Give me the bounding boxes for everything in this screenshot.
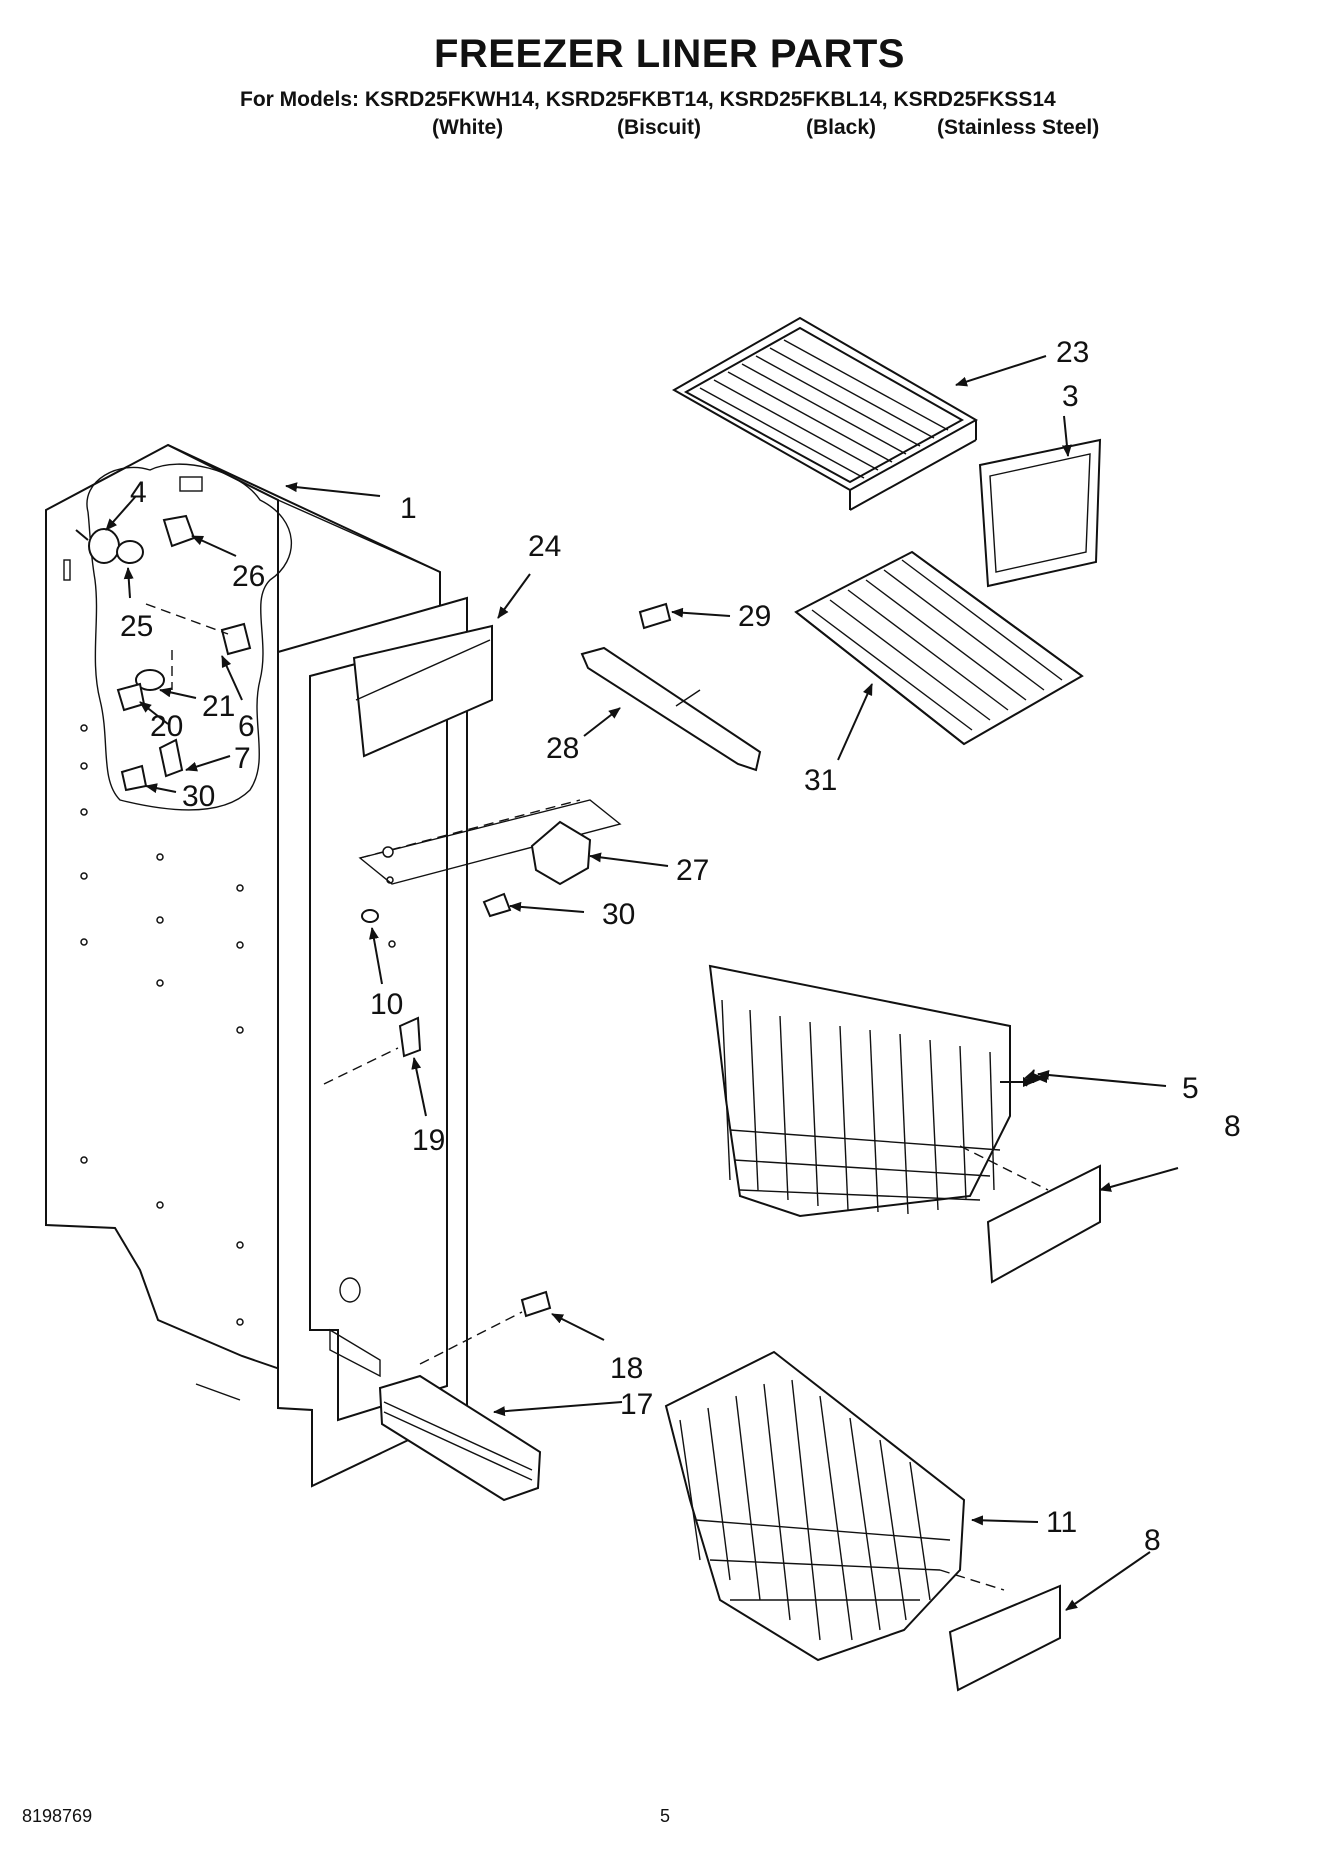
callout-8a: 8	[1224, 1110, 1241, 1143]
part-3-trim	[978, 438, 1102, 588]
callout-3: 3	[1062, 380, 1079, 413]
callout-19: 19	[412, 1124, 445, 1157]
part-6	[220, 622, 252, 656]
part-8b	[948, 1584, 1061, 1692]
part-30a	[120, 764, 148, 792]
part-11-basket	[664, 1350, 966, 1662]
callout-23: 23	[1056, 336, 1089, 369]
callout-17: 17	[620, 1388, 653, 1421]
models-line: For Models: KSRD25FKWH14, KSRD25FKBT14, …	[240, 88, 1056, 111]
leader-lines	[105, 355, 1179, 1611]
freezer-liner	[45, 443, 468, 1488]
callout-18: 18	[610, 1352, 643, 1385]
part-25	[116, 540, 144, 564]
mounting-holes	[80, 724, 394, 1326]
part-21	[135, 669, 165, 691]
callout-7: 7	[234, 742, 251, 775]
callout-29: 29	[738, 600, 771, 633]
part-19	[398, 1016, 422, 1058]
color-black: (Black)	[806, 116, 877, 139]
page-number: 5	[660, 1806, 671, 1826]
callout-labels: 1 3 4 5 6 7 8 8 10 11 17 18 19 20 21 23 …	[120, 336, 1241, 1557]
callout-24: 24	[528, 530, 561, 563]
part-24	[352, 624, 493, 758]
callout-4: 4	[130, 476, 147, 509]
part-27	[530, 820, 592, 886]
part-18-screw	[520, 1290, 552, 1318]
page-title: FREEZER LINER PARTS	[433, 32, 905, 76]
part-31-wire-shelf	[794, 550, 1084, 746]
callout-8b: 8	[1144, 1524, 1161, 1557]
color-white: (White)	[432, 116, 504, 139]
part-5-basket	[708, 964, 1011, 1218]
callout-21: 21	[202, 690, 235, 723]
part-17-grille	[378, 1374, 542, 1502]
part-23-shelf	[671, 316, 979, 511]
color-biscuit: (Biscuit)	[617, 116, 701, 139]
part-26	[162, 514, 196, 548]
callout-5: 5	[1182, 1072, 1199, 1105]
callout-1: 1	[400, 492, 417, 525]
callout-27: 27	[676, 854, 709, 887]
part-28-bracket	[580, 646, 762, 772]
color-stainless-steel: (Stainless Steel)	[937, 116, 1100, 139]
callout-28: 28	[546, 732, 579, 765]
part-10	[361, 909, 379, 923]
cutout-hardware	[75, 514, 252, 792]
callout-30b: 30	[602, 898, 635, 931]
callout-20: 20	[150, 710, 183, 743]
part-8a	[986, 1164, 1101, 1284]
part-29-screw	[638, 602, 672, 630]
callout-10: 10	[370, 988, 403, 1021]
callout-26: 26	[232, 560, 265, 593]
callout-11: 11	[1046, 1506, 1077, 1539]
callout-30a: 30	[182, 780, 215, 813]
part-30b	[482, 892, 512, 918]
doc-number: 8198769	[22, 1806, 93, 1826]
part-20	[116, 682, 146, 712]
callout-31: 31	[804, 764, 837, 797]
callout-6: 6	[238, 710, 255, 743]
part-4	[88, 528, 120, 564]
callout-25: 25	[120, 610, 153, 643]
part-7	[158, 738, 184, 778]
